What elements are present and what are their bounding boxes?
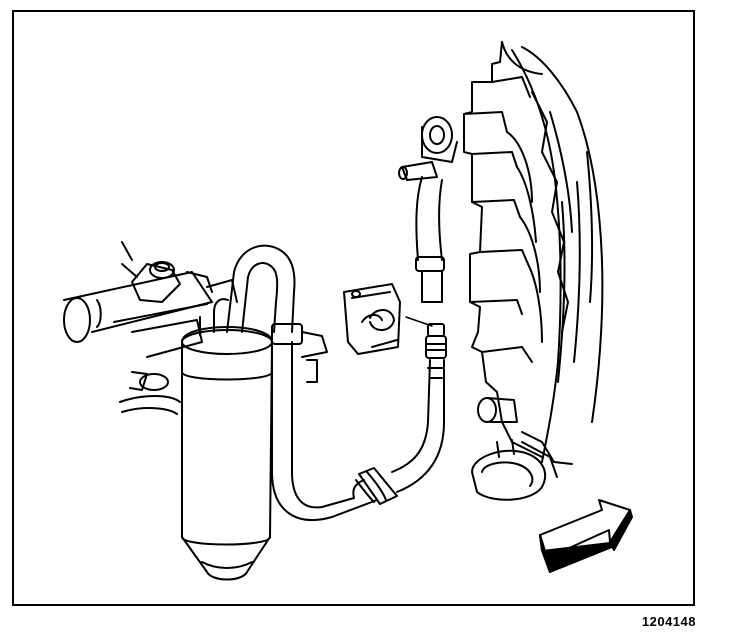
figure-number: 1204148	[641, 614, 696, 629]
accumulator	[182, 246, 327, 580]
ac-accumulator-line-diagram	[14, 12, 697, 608]
left-side-components	[64, 242, 237, 414]
line-retainer-clip	[344, 284, 400, 354]
front-direction-arrow-icon	[540, 500, 632, 572]
lower-line-fitting	[406, 317, 446, 378]
lower-mount-component	[472, 398, 572, 500]
lower-refrigerant-hose	[272, 342, 444, 520]
radiator-support-structure	[464, 42, 602, 462]
upper-line-fitting	[399, 117, 457, 180]
illustration-frame	[12, 10, 695, 606]
upper-refrigerant-hose	[416, 177, 444, 302]
